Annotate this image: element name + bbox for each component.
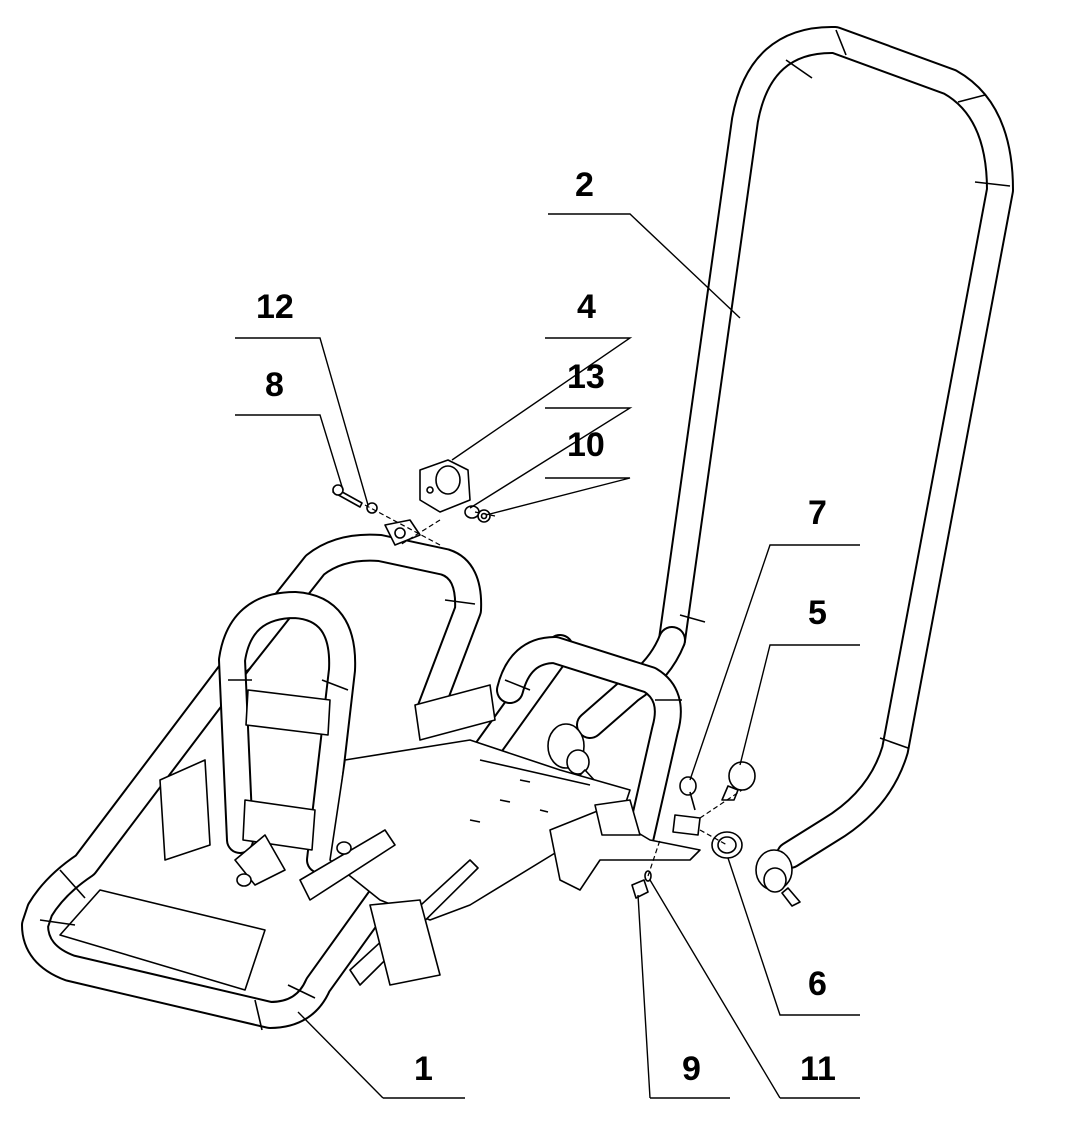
assembly-centerlines xyxy=(364,504,743,877)
knob-part-5 xyxy=(721,761,756,801)
handle-frame-part-2 xyxy=(547,25,1014,907)
callout-1: 1 xyxy=(414,1050,433,1088)
nut-part-9 xyxy=(631,879,649,899)
callout-9: 9 xyxy=(682,1050,701,1088)
pivot-tube xyxy=(672,814,701,836)
callout-8: 8 xyxy=(265,366,284,404)
bushing-part-6 xyxy=(711,831,743,859)
callout-13: 13 xyxy=(567,358,605,396)
bolt-part-8 xyxy=(332,484,363,508)
base-frame-part-1 xyxy=(21,519,701,1031)
callout-10: 10 xyxy=(567,426,605,464)
callout-6: 6 xyxy=(808,965,827,1003)
callout-11: 11 xyxy=(800,1050,836,1088)
callout-12: 12 xyxy=(256,288,294,326)
callout-labels: 2 12 4 13 8 10 7 5 6 1 9 11 xyxy=(256,166,836,1088)
clamp-part-4 xyxy=(419,459,471,513)
callout-5: 5 xyxy=(808,594,827,632)
callout-7: 7 xyxy=(808,494,827,532)
pin-part-7 xyxy=(679,776,697,811)
nut-part-10 xyxy=(477,509,491,523)
leader-lines xyxy=(235,213,860,1099)
callout-2: 2 xyxy=(575,166,594,204)
callout-4: 4 xyxy=(577,288,596,326)
